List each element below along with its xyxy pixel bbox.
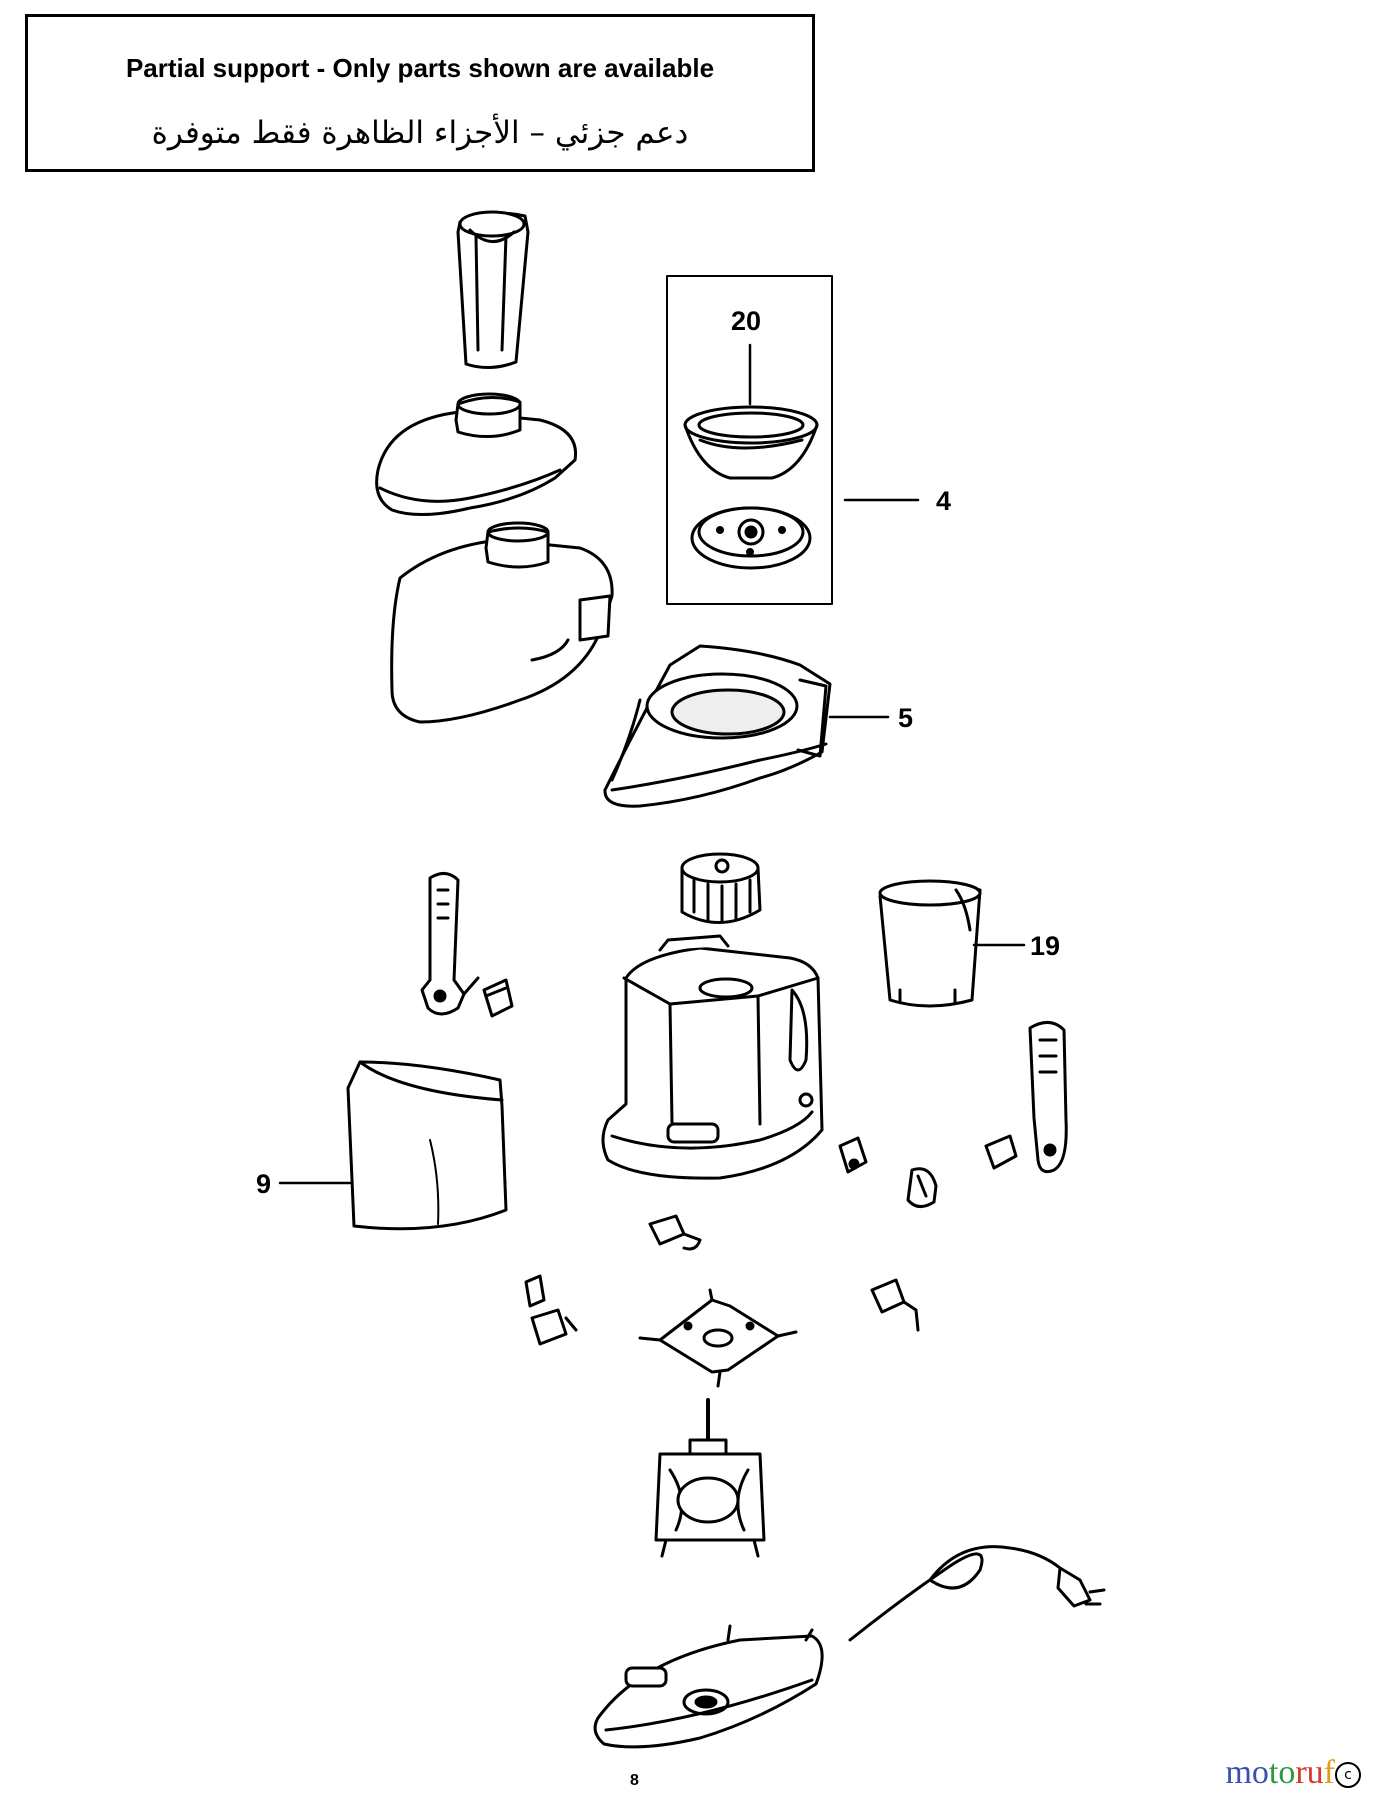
- latch-clip-left-part: [482, 978, 514, 1018]
- sieve-bowl-part: [683, 405, 819, 480]
- pulp-cup-part: [878, 879, 982, 1008]
- motor-mount-plate-part: [638, 1288, 798, 1388]
- motor-base-housing-part: [601, 934, 824, 1180]
- page-footer-mark: 8: [630, 1772, 639, 1789]
- watermark-segment-1: mo: [1225, 1754, 1269, 1791]
- juicer-cover-part: [390, 521, 614, 724]
- filter-disc-part: [690, 506, 812, 570]
- watermark-segment-2: to: [1268, 1754, 1296, 1791]
- latch-lever-left-part: [420, 872, 480, 1016]
- callout-part-5: 5: [898, 703, 913, 733]
- juicer-housing-part: [603, 644, 832, 808]
- base-plate-part: [593, 1624, 824, 1749]
- watermark-segment-3: ru: [1295, 1754, 1324, 1791]
- connector-part-center: [648, 1214, 702, 1251]
- callout-leader-lines: [278, 343, 1026, 1185]
- connector-part-right: [870, 1278, 920, 1332]
- drive-coupling-part: [680, 852, 762, 924]
- callout-part-4: 4: [936, 486, 951, 516]
- latch-lever-right-part: [1028, 1021, 1068, 1174]
- power-cord-part: [848, 1545, 1106, 1642]
- part-4-group-frame: [666, 275, 833, 605]
- motor-part: [654, 1398, 766, 1558]
- notice-text-english: Partial support - Only parts shown are a…: [125, 53, 715, 83]
- watermark-segment-4: f: [1323, 1754, 1335, 1791]
- callout-part-20: 20: [731, 306, 761, 336]
- callout-part-19: 19: [1030, 931, 1060, 961]
- notice-text-arabic: دعم جزئي – الأجزاء الظاهرة فقط متوفرة: [151, 115, 689, 151]
- copyright-icon: c: [1335, 1762, 1361, 1789]
- connector-part-left: [524, 1274, 578, 1346]
- switch-block-part: [838, 1136, 868, 1174]
- callout-part-9: 9: [256, 1169, 271, 1199]
- switch-knob-part: [906, 1167, 938, 1208]
- lid-part: [375, 392, 578, 517]
- latch-clip-right-part: [984, 1134, 1018, 1170]
- availability-notice-box: Partial support - Only parts shown are a…: [25, 14, 815, 172]
- pulp-container-part: [346, 1060, 508, 1231]
- food-pusher-part: [456, 210, 530, 369]
